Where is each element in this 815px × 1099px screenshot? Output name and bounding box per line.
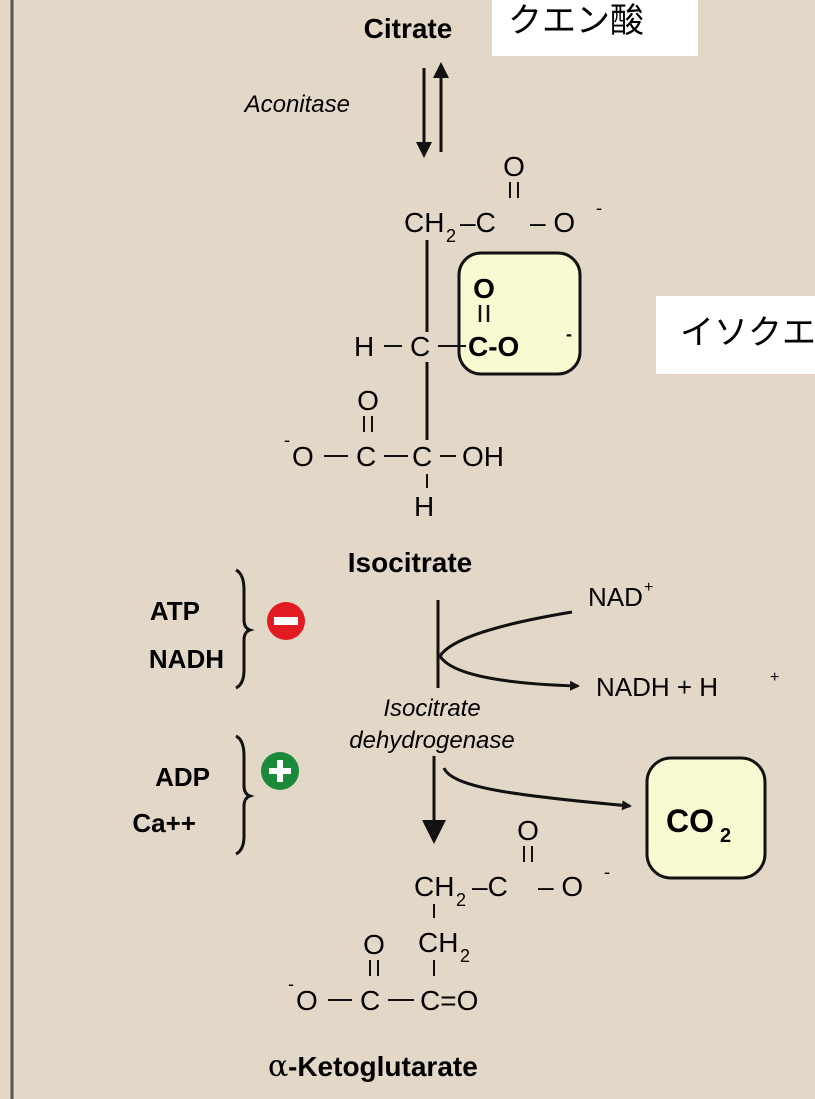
svg-text:C: C bbox=[356, 441, 376, 472]
svg-text:C: C bbox=[410, 331, 430, 362]
nad-plus: + bbox=[644, 579, 653, 596]
svg-text:2: 2 bbox=[460, 946, 470, 966]
enzyme-line2: dehydrogenase bbox=[349, 727, 514, 754]
svg-text:C: C bbox=[412, 441, 432, 472]
h-plus: + bbox=[770, 669, 779, 686]
nad-in-curve bbox=[438, 610, 573, 657]
enzyme-line1: Isocitrate bbox=[383, 695, 480, 722]
svg-text:–C: –C bbox=[472, 871, 508, 902]
activator-brace bbox=[235, 734, 255, 856]
svg-text:-: - bbox=[288, 974, 294, 994]
ketoglutarate-structure: O CH 2 –C – O - CH 2 O - O C C=O bbox=[288, 815, 610, 1016]
svg-text:-: - bbox=[284, 430, 290, 450]
svg-text:H: H bbox=[414, 491, 434, 522]
alpha-symbol: α bbox=[268, 1049, 288, 1084]
svg-text:– O: – O bbox=[538, 871, 583, 902]
svg-text:-: - bbox=[566, 324, 572, 344]
svg-text:O: O bbox=[292, 441, 314, 472]
activator-ca: Ca++ bbox=[132, 808, 196, 838]
svg-text:O: O bbox=[363, 929, 385, 960]
inhibitor-group: ATP NADH bbox=[149, 568, 305, 690]
svg-text:CH: CH bbox=[404, 207, 444, 238]
svg-text:2: 2 bbox=[446, 226, 456, 246]
svg-text:2: 2 bbox=[456, 890, 466, 910]
isocitrate-japanese-label: イソクエ bbox=[656, 296, 815, 374]
inhibitor-nadh: NADH bbox=[149, 644, 224, 674]
svg-text:O: O bbox=[517, 815, 539, 846]
svg-text:-: - bbox=[596, 198, 602, 218]
svg-text:C: C bbox=[360, 985, 380, 1016]
nadh-label: NADH + H bbox=[596, 672, 718, 702]
svg-text:CH: CH bbox=[418, 927, 458, 958]
inhibitor-atp: ATP bbox=[150, 596, 200, 626]
down-arrowhead bbox=[422, 820, 446, 844]
activator-adp: ADP bbox=[155, 762, 210, 792]
activator-group: ADP Ca++ bbox=[132, 734, 299, 856]
co2-label: CO bbox=[666, 803, 714, 839]
co2-arrow bbox=[442, 767, 632, 811]
svg-text:CH: CH bbox=[414, 871, 454, 902]
co2-box bbox=[645, 756, 767, 880]
citrate-japanese-label: クエン酸 bbox=[492, 0, 698, 56]
nadh-out-arrow bbox=[438, 655, 580, 691]
aconitase-label: Aconitase bbox=[243, 91, 350, 118]
svg-text:–C: –C bbox=[460, 207, 496, 238]
svg-text:C-O: C-O bbox=[468, 331, 519, 362]
co2-subscript: 2 bbox=[720, 825, 731, 847]
isocitrate-structure: O CH 2 –C – O - O C-O - H C O - O C C OH… bbox=[284, 151, 602, 522]
svg-text:O: O bbox=[296, 985, 318, 1016]
svg-text:O: O bbox=[473, 273, 495, 304]
isocitrate-label: Isocitrate bbox=[348, 547, 473, 578]
ketoglutarate-label: -Ketoglutarate bbox=[288, 1051, 478, 1082]
nad-label: NAD bbox=[588, 582, 643, 612]
svg-text:O: O bbox=[503, 151, 525, 182]
svg-text:-: - bbox=[604, 862, 610, 882]
svg-text:C=O: C=O bbox=[420, 985, 478, 1016]
svg-text:OH: OH bbox=[462, 441, 504, 472]
svg-text:H: H bbox=[354, 331, 374, 362]
inhibitor-brace bbox=[235, 568, 255, 690]
carboxyl-highlight-box bbox=[457, 251, 582, 376]
svg-text:O: O bbox=[357, 385, 379, 416]
aconitase-reversible-arrows bbox=[416, 62, 449, 158]
svg-text:– O: – O bbox=[530, 207, 575, 238]
citrate-label: Citrate bbox=[364, 13, 453, 44]
